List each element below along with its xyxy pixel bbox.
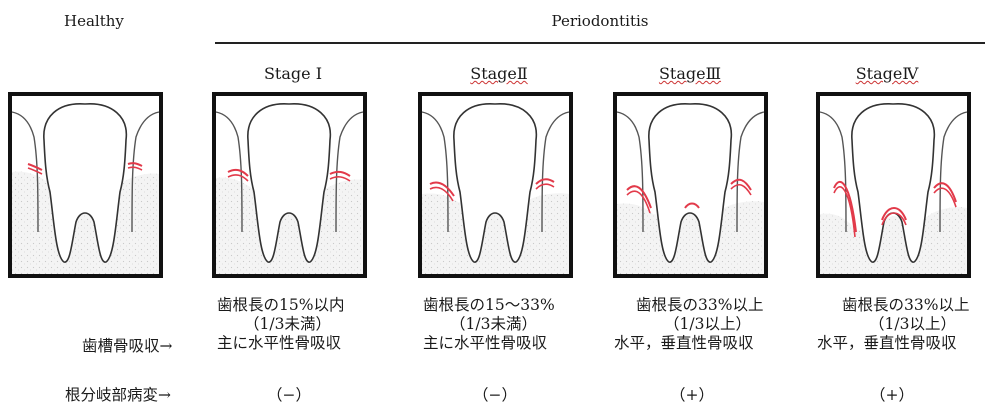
stage-3-description: 歯根長の33%以上 （1/3以上） 水平，垂直性骨吸収 (614, 296, 763, 353)
stage-3-label: StageⅢ (615, 64, 765, 83)
tooth-panel-stage-3 (613, 92, 768, 278)
stage-4-furcation: （+） (852, 383, 932, 405)
tooth-panel-healthy (8, 92, 163, 278)
tooth-illustration-stage-2 (418, 92, 573, 278)
tooth-panel-stage-1 (212, 92, 367, 278)
furcation-row-label: 根分岐部病変→ (65, 383, 171, 405)
bone-loss-row-label: 歯槽骨吸収→ (82, 334, 173, 356)
stage-3-furcation: （+） (652, 383, 732, 405)
stage-1-description: 歯根長の15%以内 （1/3未満） 主に水平性骨吸収 (217, 296, 344, 353)
stage-1-label: Stage Ⅰ (218, 64, 368, 83)
stage-2-furcation: （−） (455, 383, 535, 405)
stage-4-description: 歯根長の33%以上 （1/3以上） 水平，垂直性骨吸収 (817, 296, 969, 353)
tooth-panel-stage-2 (418, 92, 573, 278)
periodontitis-label: Periodontitis (470, 12, 730, 30)
stage-2-description: 歯根長の15〜33% （1/3未満） 主に水平性骨吸収 (423, 296, 555, 353)
stage-2-label: StageⅡ (424, 64, 574, 83)
periodontitis-bracket-line (215, 42, 985, 44)
tooth-illustration-stage-3 (613, 92, 768, 278)
stage-1-furcation: （−） (249, 383, 329, 405)
tooth-illustration-stage-1 (212, 92, 367, 278)
stage-4-label: StageⅣ (812, 64, 962, 83)
healthy-label: Healthy (64, 12, 124, 30)
tooth-panel-stage-4 (816, 92, 971, 278)
tooth-illustration-healthy (8, 92, 163, 278)
tooth-illustration-stage-4 (816, 92, 971, 278)
